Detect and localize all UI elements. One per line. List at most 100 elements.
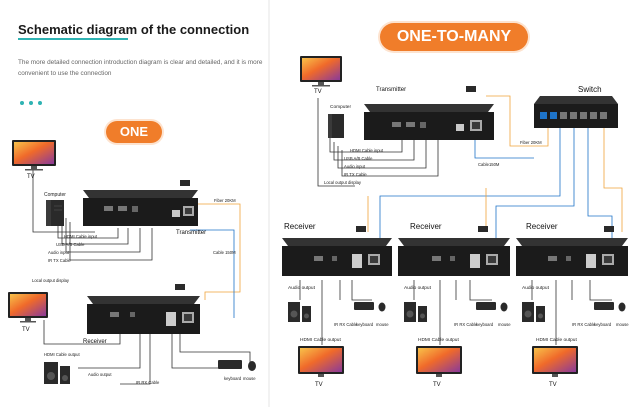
right-label-tv-3: TV <box>549 382 557 388</box>
left-transmitter-device <box>83 190 198 226</box>
right-cable-audio-in <box>337 140 427 169</box>
left-tv-bottom <box>8 292 48 323</box>
right-label-keyboard-2: keyboard <box>476 322 494 327</box>
title-underline <box>18 38 128 40</box>
left-label-usb: USB A/B Cable <box>56 242 85 247</box>
left-receiver-device <box>87 296 200 334</box>
left-label-ir-rx: IR RX Cable <box>136 380 160 385</box>
right-cable-local-display <box>317 98 355 187</box>
left-cable-mouse <box>179 320 251 368</box>
left-fiber-module-bottom <box>175 284 185 290</box>
left-tv-top <box>12 140 56 171</box>
right-label-mouse-2: mouse <box>498 322 511 327</box>
right-tv-top <box>300 56 342 87</box>
right-computer <box>328 114 344 138</box>
right-transmitter-device <box>364 104 494 140</box>
right-label-fiber: Fiber 20KM <box>520 140 542 145</box>
left-cable-ir-rx <box>120 320 151 385</box>
left-keyboard-mouse <box>218 360 256 371</box>
right-tv-3 <box>532 346 578 377</box>
left-label-receiver: Receiver <box>83 339 107 345</box>
right-label-transmitter: Transmitter <box>376 87 407 93</box>
right-label-cable: Cable150M <box>478 162 500 167</box>
right-cable-hdmi-in <box>329 138 403 153</box>
decor-dot-1 <box>20 101 24 105</box>
right-label-receiver-1: Receiver <box>284 222 316 231</box>
right-label-keyboard-1: keyboard <box>356 322 374 327</box>
left-label-computer: Computer <box>44 192 66 198</box>
right-fiber-module-r2 <box>478 226 488 232</box>
right-label-tv-1: TV <box>315 382 323 388</box>
left-cable-local-display <box>32 164 95 233</box>
right-label-mouse-1: mouse <box>376 322 389 327</box>
left-label-audio-input: Audio input <box>48 250 69 255</box>
right-label-tv-top: TV <box>314 89 322 95</box>
right-fiber-module-r1 <box>356 226 366 232</box>
right-label-audio-output-2: Audio output <box>404 286 431 291</box>
right-label-ir-rx-3: IR RX Cable <box>572 322 596 327</box>
right-peripherals-2 <box>404 302 508 322</box>
right-label-ir-rx-1: IR RX Cable <box>334 322 358 327</box>
right-label-hdmi-output-2: HDMI Cable output <box>418 338 459 343</box>
right-receiver-1-device <box>282 238 392 276</box>
right-label-hdmi-output-3: HDMI Cable output <box>536 338 577 343</box>
right-label-usb: USB A/B Cable <box>344 156 373 161</box>
left-label-hdmi-input: HDMI Cable input <box>64 234 98 239</box>
badge-one-to-many: ONE-TO-MANY <box>380 23 528 51</box>
left-cable-ir-tx <box>69 222 153 261</box>
right-label-keyboard-3: keyboard <box>594 322 612 327</box>
left-computer <box>46 200 64 226</box>
left-cable-fiber <box>196 203 241 300</box>
right-peripherals-3 <box>522 302 626 322</box>
right-cable-usb <box>333 140 415 161</box>
left-cable-usb <box>61 214 129 245</box>
right-label-receiver-2: Receiver <box>410 222 442 231</box>
right-cable-lan-r3 <box>587 128 613 258</box>
left-label-keyboard: keyboard <box>224 376 242 381</box>
right-peripherals-1 <box>288 302 386 322</box>
badge-one: ONE <box>106 121 162 143</box>
decor-dot-3 <box>38 101 42 105</box>
right-label-hdmi-output-1: HDMI Cable output <box>300 338 341 343</box>
left-label-cable: Cable 150M <box>213 250 236 255</box>
right-label-local-output: Local output display <box>324 180 362 185</box>
left-fiber-module-top <box>180 180 190 186</box>
left-label-tv-bottom: TV <box>22 327 30 333</box>
page-title: Schematic diagram of the connection <box>18 22 250 37</box>
right-label-audio-input: Audio input <box>344 164 365 169</box>
left-cable-keyboard <box>171 320 222 369</box>
left-cable-audio-out <box>78 320 141 369</box>
right-switch-device <box>534 96 618 128</box>
right-tv-2 <box>416 346 462 377</box>
right-label-computer: Computer <box>330 105 352 110</box>
right-cable-fiber <box>486 95 549 147</box>
left-label-fiber: Fiber 20KM <box>214 198 236 203</box>
left-label-ir-tx: IR TX Cable <box>48 258 71 263</box>
right-cables <box>299 95 623 345</box>
left-label-audio-output: Audio output <box>88 372 112 377</box>
left-cable-lan <box>190 229 235 318</box>
right-label-tv-2: TV <box>433 382 441 388</box>
left-cable-audio-in <box>65 218 141 253</box>
left-label-tv-top: TV <box>27 174 35 180</box>
left-label-transmitter: Transmitter <box>176 230 207 236</box>
right-cable-fiber-r3 <box>603 128 623 232</box>
right-label-ir-tx: IR TX Cable <box>344 172 367 177</box>
right-cable-lan-r2 <box>495 128 575 258</box>
panel-divider <box>268 0 270 407</box>
right-label-switch: Switch <box>578 85 602 94</box>
left-label-hdmi-output: HDMI Cable output <box>44 352 80 357</box>
left-label-local-output: Local output display <box>32 278 70 283</box>
intro-text: The more detailed connection introductio… <box>18 59 263 77</box>
left-speakers <box>44 362 70 384</box>
right-label-audio-output-1: Audio output <box>288 286 315 291</box>
right-fiber-module-r3 <box>604 226 614 232</box>
right-label-receiver-3: Receiver <box>526 222 558 231</box>
left-label-mouse: mouse <box>243 376 256 381</box>
right-cable-ir-tx <box>341 140 439 177</box>
right-label-ir-rx-2: IR RX Cable <box>454 322 478 327</box>
right-receiver-2-device <box>398 238 510 276</box>
right-label-audio-output-3: Audio output <box>522 286 549 291</box>
right-cable-lan-r1 <box>379 128 561 258</box>
